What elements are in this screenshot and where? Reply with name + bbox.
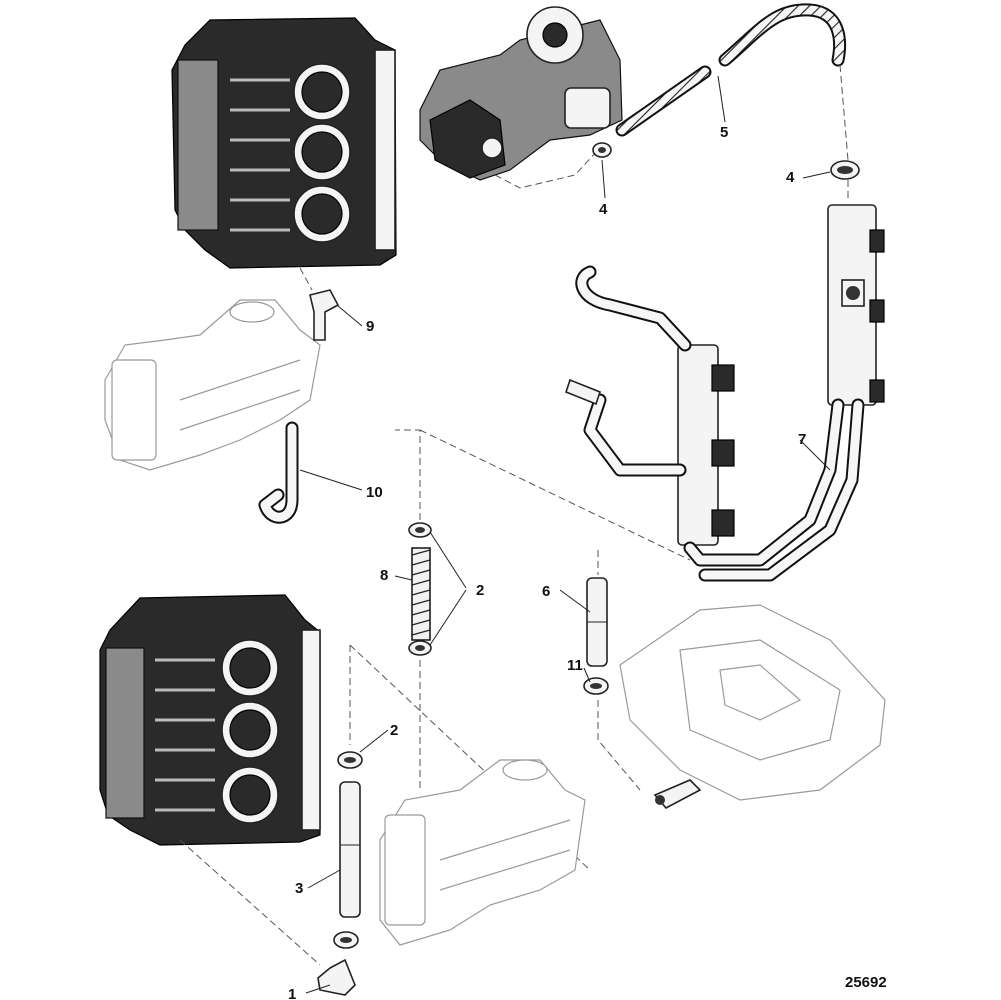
elbow-fitting-1: [317, 958, 356, 996]
callout-2-lower: 2: [390, 722, 398, 739]
callout-6: 6: [542, 583, 550, 600]
callout-3: 3: [295, 880, 303, 897]
cylinder-block-lower: [99, 594, 321, 846]
spring-hose-8: [411, 547, 431, 641]
fuel-rail-assembly: [565, 204, 885, 582]
intake-manifold-upper: [104, 299, 321, 471]
callout-10: 10: [366, 484, 383, 501]
callout-2-center: 2: [476, 582, 484, 599]
callout-11: 11: [567, 657, 583, 674]
callout-4-right: 4: [786, 169, 795, 186]
elbow-fitting-9: [309, 289, 340, 341]
callout-8: 8: [380, 567, 388, 584]
callout-9: 9: [366, 318, 374, 335]
hose-3: [339, 781, 361, 918]
figure-number: 25692: [845, 974, 887, 991]
callout-1: 1: [288, 986, 296, 1000]
hose-clamp-center-top: [408, 522, 432, 538]
hose-clamp-upper-right: [830, 160, 860, 180]
fuel-pump: [419, 6, 623, 181]
fuel-hose-5: [615, 3, 847, 137]
hose5-to-rail-dash: [839, 64, 849, 161]
callout-4-left: 4: [599, 201, 608, 218]
center-route-dash: [395, 429, 691, 561]
hose-clamp-lower-bottom: [333, 931, 359, 949]
lower-block-dash: [179, 644, 591, 966]
block-to-elbow-dash: [299, 267, 313, 291]
barb-fitting: [653, 779, 702, 810]
hose-clamp-11: [583, 677, 609, 695]
callout-5: 5: [720, 124, 728, 141]
adapter-plate: [619, 604, 886, 801]
hose-clamp-center-bottom: [408, 640, 432, 656]
intake-manifold-lower: [379, 759, 586, 946]
hose-6: [586, 577, 608, 667]
hose6-to-plate-dash: [597, 700, 641, 791]
hose-10: [258, 421, 299, 524]
cylinder-block-upper: [171, 17, 397, 269]
hose-clamp-upper-left: [592, 142, 612, 158]
leader-lines: [299, 75, 831, 994]
hose-clamp-lower-2: [337, 751, 363, 769]
pump-leader-dash: [494, 149, 599, 189]
callout-7: 7: [798, 431, 806, 448]
